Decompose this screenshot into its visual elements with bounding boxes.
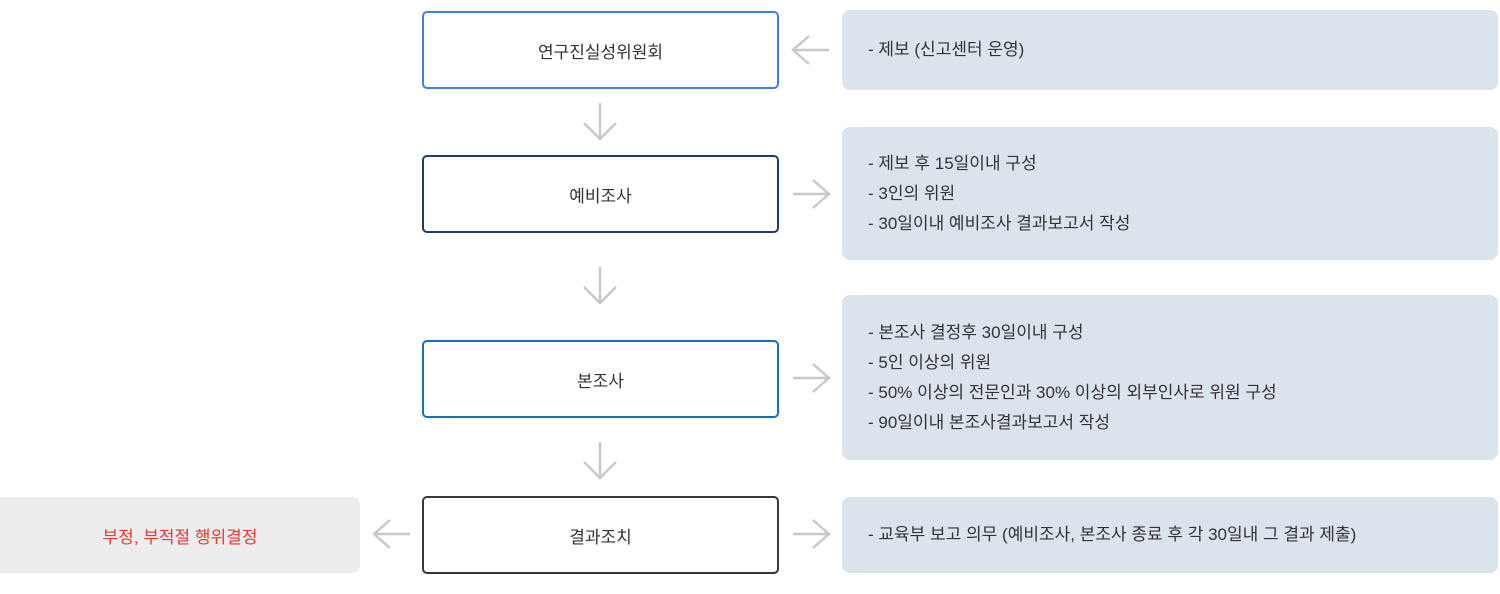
flow-node-main-label: 본조사 (577, 371, 624, 391)
detail-panel-main: - 본조사 결정후 30일이내 구성 - 5인 이상의 위원 - 50% 이상의… (842, 295, 1498, 460)
detail-panel-preliminary: - 제보 후 15일이내 구성 - 3인의 위원 - 30일이내 예비조사 결과… (842, 127, 1498, 260)
detail-panel-lines: - 교육부 보고 의무 (예비조사, 본조사 종료 후 각 30일내 그 결과 … (842, 520, 1376, 550)
flow-node-result-action: 결과조치 (422, 496, 779, 574)
left-arrow-icon (372, 518, 412, 550)
down-arrow-icon (578, 265, 622, 307)
down-arrow-icon (578, 440, 622, 482)
right-arrow-icon (791, 178, 831, 210)
detail-panel-report: - 제보 (신고센터 운영) (842, 10, 1498, 90)
detail-line: - 90일이내 본조사결과보고서 작성 (868, 412, 1111, 432)
detail-line: - 제보 후 15일이내 구성 (868, 153, 1037, 173)
detail-panel-result: - 교육부 보고 의무 (예비조사, 본조사 종료 후 각 30일내 그 결과 … (842, 497, 1498, 573)
flow-node-committee: 연구진실성위원회 (422, 11, 779, 89)
detail-panel-lines: - 본조사 결정후 30일이내 구성 - 5인 이상의 위원 - 50% 이상의… (842, 318, 1297, 438)
flow-node-preliminary-investigation: 예비조사 (422, 155, 779, 233)
detail-line: - 30일이내 예비조사 결과보고서 작성 (868, 213, 1131, 233)
flow-node-main-investigation: 본조사 (422, 340, 779, 418)
right-arrow-icon (791, 362, 831, 394)
detail-line: - 5인 이상의 위원 (868, 352, 992, 372)
detail-panel-lines: - 제보 후 15일이내 구성 - 3인의 위원 - 30일이내 예비조사 결과… (842, 149, 1150, 239)
flow-node-committee-label: 연구진실성위원회 (537, 42, 664, 62)
detail-line: - 50% 이상의 전문인과 30% 이상의 외부인사로 위원 구성 (868, 382, 1277, 402)
detail-line: - 본조사 결정후 30일이내 구성 (868, 322, 1084, 342)
detail-line: - 제보 (신고센터 운영) (868, 40, 1025, 59)
detail-line: - 3인의 위원 (868, 183, 956, 203)
misconduct-decision-label: 부정, 부적절 행위결정 (102, 527, 258, 547)
detail-panel-lines: - 제보 (신고센터 운영) (842, 35, 1044, 65)
down-arrow-icon (578, 101, 622, 143)
left-arrow-icon (791, 34, 831, 66)
misconduct-decision-panel: 부정, 부적절 행위결정 (0, 497, 360, 573)
right-arrow-icon (791, 518, 831, 550)
flow-node-result-label: 결과조치 (569, 527, 632, 547)
flow-node-preliminary-label: 예비조사 (569, 186, 632, 206)
detail-line: - 교육부 보고 의무 (예비조사, 본조사 종료 후 각 30일내 그 결과 … (868, 525, 1357, 544)
